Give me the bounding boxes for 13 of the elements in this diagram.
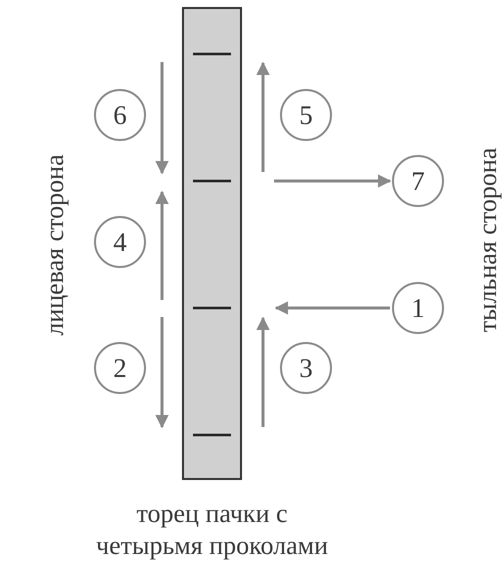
side-label: тыльная сторона bbox=[473, 148, 503, 332]
step-number: 2 bbox=[94, 342, 146, 394]
step-number: 6 bbox=[94, 89, 146, 141]
step-number: 4 bbox=[94, 216, 146, 268]
arrow bbox=[274, 301, 390, 315]
step-number: 7 bbox=[392, 155, 444, 207]
spine-bar bbox=[182, 7, 242, 480]
step-number: 3 bbox=[280, 342, 332, 394]
side-label: лицевая сторона bbox=[40, 154, 70, 336]
step-number: 5 bbox=[280, 89, 332, 141]
arrow bbox=[274, 174, 392, 188]
step-number: 1 bbox=[392, 282, 444, 334]
node-label: торец пачки с четырьмя проколами bbox=[95, 498, 329, 562]
